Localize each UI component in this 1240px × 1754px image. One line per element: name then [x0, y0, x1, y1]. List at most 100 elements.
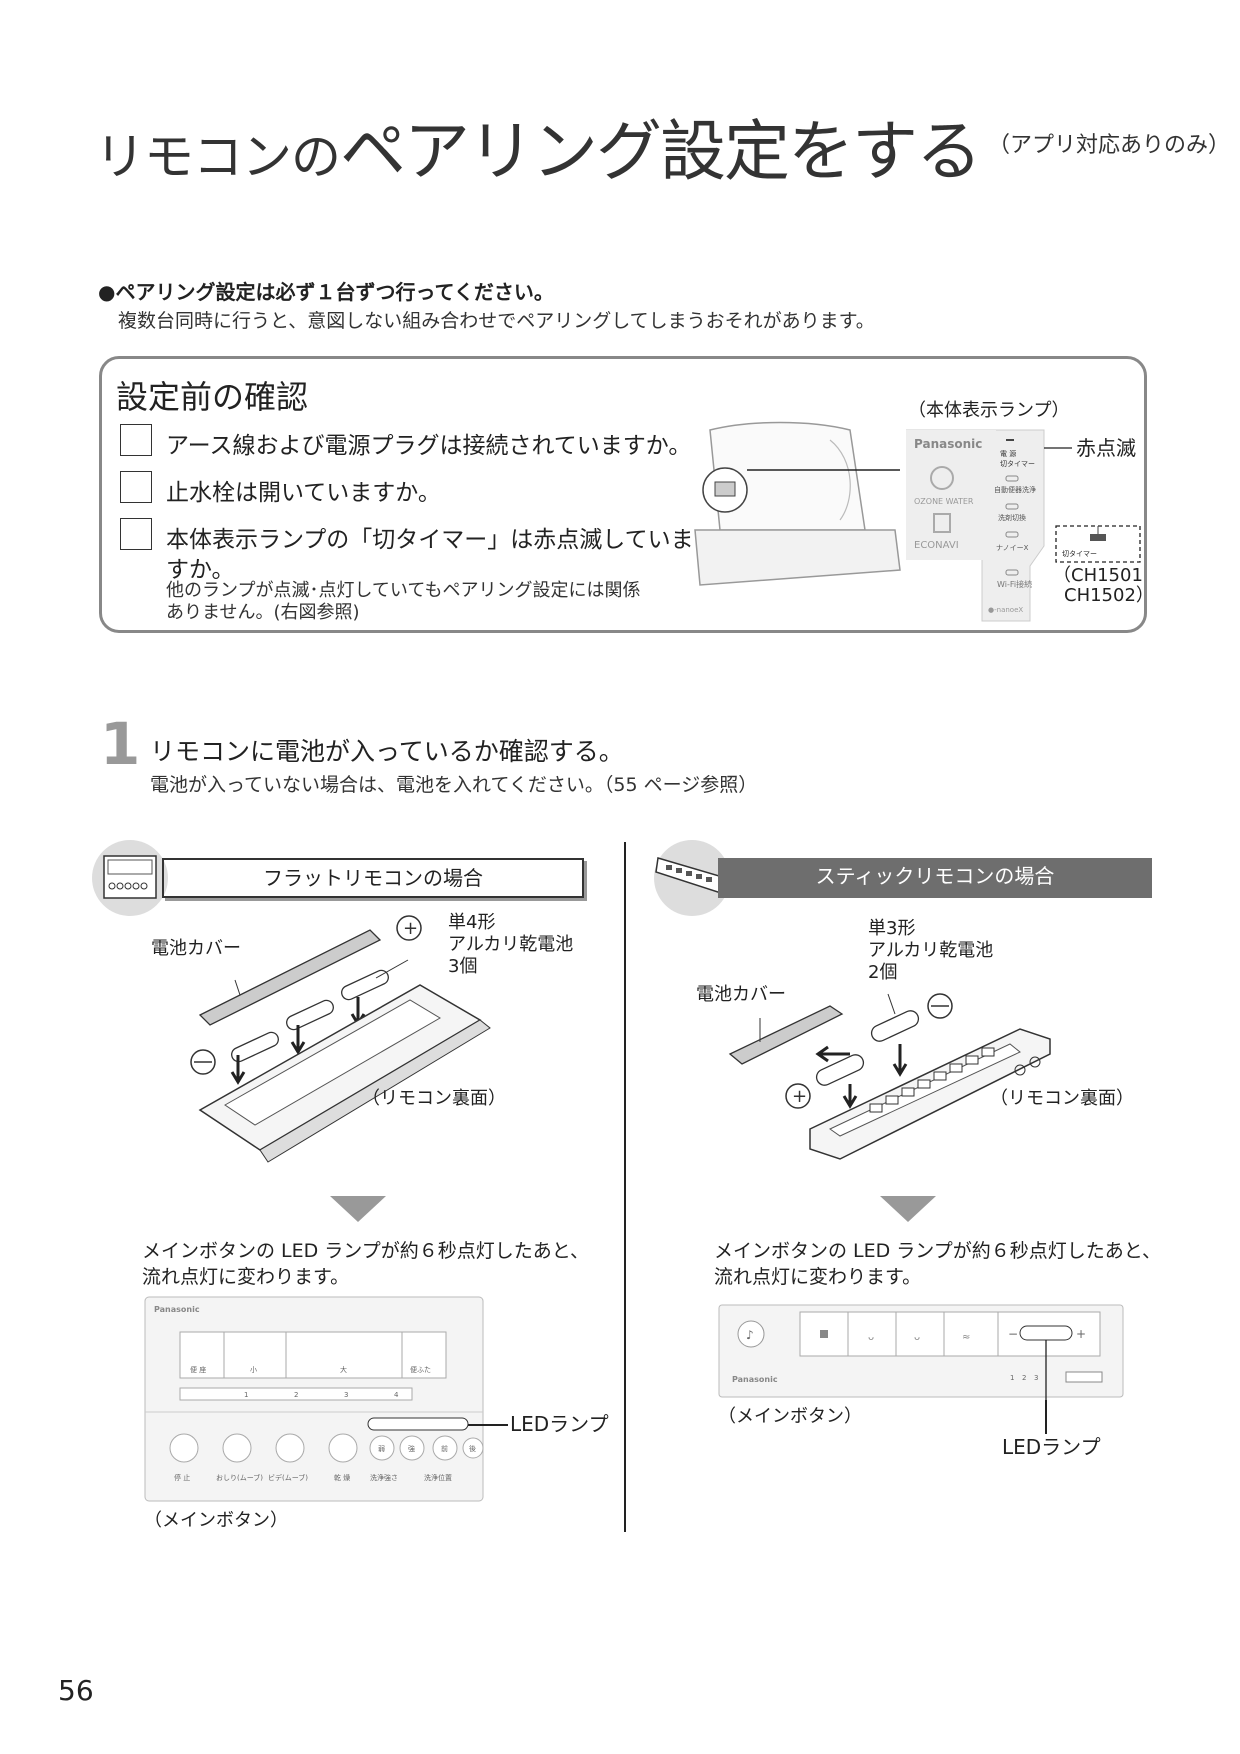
flat-btn-strong[interactable]: [399, 1435, 425, 1461]
stick-btn-stop[interactable]: [820, 1330, 828, 1338]
stick-battery-cover: [728, 1005, 844, 1065]
flat-btn-2[interactable]: 2: [294, 1391, 298, 1399]
svg-text:+: +: [792, 1086, 807, 1107]
flat-btn-bidet[interactable]: [275, 1433, 305, 1463]
svg-text:弱: 弱: [378, 1445, 385, 1453]
flat-label-stop: 停 止: [174, 1473, 190, 1482]
flat-remote-brand: Panasonic: [154, 1305, 200, 1314]
stick-battery-cover-label: 電池カバー: [696, 984, 786, 1005]
check-note-line1: 他のランプが点滅･点灯していてもペアリング設定には関係: [166, 580, 641, 601]
check-item-timer-lamp-cont: すか。: [166, 557, 235, 583]
stick-battery-2: [815, 1054, 865, 1086]
stick-battery-type: 単3形: [868, 918, 916, 939]
stick-main-remote: ♪ Panasonic ᴗ ᴗ ≈ − + 1 2 3: [718, 1304, 1124, 1400]
panel-nanoe-logo: ●-nanoeX: [988, 606, 1023, 614]
flat-btn-weak[interactable]: [369, 1435, 395, 1461]
flat-btn-large[interactable]: 大: [340, 1365, 347, 1374]
flat-result-line2: 流れ点灯に変わります。: [142, 1266, 350, 1288]
flat-btn-seat[interactable]: 便 座: [190, 1365, 206, 1374]
title-prefix: リモコンの: [95, 128, 341, 186]
lamp-timer-label: 切タイマー: [1000, 459, 1035, 468]
flat-led-lamp: [367, 1417, 469, 1431]
stick-btn-dry-icon[interactable]: ≈: [962, 1332, 970, 1343]
timer-lamp-icon: [1090, 534, 1106, 541]
lamp-detergent: 洗剤切換: [998, 513, 1026, 522]
panel-brand: Panasonic: [914, 437, 982, 451]
panel-caption: （本体表示ランプ）: [908, 400, 1070, 421]
flat-led-label: LEDランプ: [510, 1412, 609, 1436]
flat-btn-small[interactable]: 小: [250, 1365, 257, 1374]
econavi-icon: [933, 513, 951, 533]
flat-btn-3[interactable]: 3: [344, 1391, 348, 1399]
page-number: 56: [58, 1674, 94, 1707]
stick-result-line2: 流れ点灯に変わります。: [714, 1266, 922, 1288]
stick-battery-count: 2個: [868, 962, 898, 983]
flat-result-line1: メインボタンの LED ランプが約６秒点灯したあと、: [142, 1240, 589, 1262]
flat-label-position: 洗浄位置: [424, 1473, 452, 1482]
step-sub: 電池が入っていない場合は、電池を入れてください。（55 ページ参照）: [150, 774, 758, 796]
flat-btn-4[interactable]: 4: [394, 1391, 399, 1399]
flat-battery-1: [231, 1031, 279, 1063]
svg-text:+: +: [1076, 1327, 1086, 1341]
music-button[interactable]: [737, 1320, 765, 1348]
svg-text:後: 後: [469, 1444, 476, 1453]
stick-remote-brand: Panasonic: [732, 1375, 778, 1384]
check-note-line2: ありません。(右図参照): [166, 602, 360, 623]
svg-text:強: 強: [408, 1445, 415, 1453]
checkbox-earth[interactable]: [120, 424, 152, 456]
warning-body: 複数台同時に行うと、意図しない組み合わせでペアリングしてしまうおそれがあります。: [118, 310, 875, 332]
flat-plus-icon: [396, 915, 422, 941]
flat-battery-3: [341, 969, 389, 1001]
flat-battery-count: 3個: [448, 956, 478, 977]
step-title: リモコンに電池が入っているか確認する。: [150, 737, 624, 766]
toilet-illustration: [694, 421, 901, 586]
stick-led-lamp: [1019, 1325, 1073, 1341]
flat-remote-header: フラットリモコンの場合: [162, 858, 584, 898]
stick-btn-bidet-icon[interactable]: ᴗ: [914, 1332, 920, 1343]
panel-models-line2: CH1502）: [1064, 585, 1154, 606]
flat-remote-back-illustration: +: [190, 915, 491, 1163]
step-number: 1: [100, 710, 141, 778]
lamp-power: 電 源: [1000, 439, 1016, 458]
check-item-water-valve: 止水栓は開いていますか。: [166, 480, 441, 506]
panel-callout: 赤点滅: [1076, 436, 1136, 460]
flat-label-dry: 乾 燥: [334, 1473, 350, 1482]
warning-heading: ●ペアリング設定は必ず１台ずつ行ってください。: [98, 280, 554, 304]
lamp-nanoe: ナノイーX: [996, 544, 1029, 552]
svg-text:2: 2: [1022, 1374, 1026, 1382]
pre-setting-check-box: [99, 356, 1147, 633]
page-title: リモコンのペアリング設定をする（アプリ対応ありのみ）: [95, 98, 1230, 194]
flat-label-strength: 洗浄強さ: [370, 1473, 398, 1482]
lamp-panel: Panasonic OZONE WATER ECONAVI 電 源 切タイマー …: [906, 429, 1141, 622]
flat-btn-dry[interactable]: [328, 1433, 358, 1463]
svg-text:電 源: 電 源: [1000, 449, 1016, 458]
stick-plus-icon: [785, 1083, 811, 1109]
flat-btn-lid[interactable]: 便ふた: [410, 1365, 431, 1374]
flat-btn-oshiri[interactable]: [222, 1433, 252, 1463]
check-item-earth: アース線および電源プラグは接続されていますか。: [166, 433, 692, 459]
pre-setting-check-title: 設定前の確認: [116, 378, 309, 416]
flat-main-caption: （メインボタン）: [144, 1510, 288, 1531]
lamp-auto-flush: 自動便器洗浄: [994, 485, 1036, 494]
timer-lamp-text: 切タイマー: [1062, 549, 1097, 558]
panel-models-line1: （CH1501: [1053, 565, 1143, 586]
flat-back-caption: （リモコン裏面）: [362, 1088, 506, 1109]
svg-text:1: 1: [1010, 1374, 1014, 1382]
stick-arrow-down-icon: [880, 1196, 936, 1222]
flat-battery-type: 単4形: [448, 912, 496, 933]
title-note: （アプリ対応ありのみ）: [988, 133, 1231, 158]
flat-btn-back[interactable]: [462, 1437, 484, 1459]
flat-btn-stop[interactable]: [169, 1433, 199, 1463]
stick-btn-oshiri-icon[interactable]: ᴗ: [868, 1332, 874, 1343]
stick-remote-header: スティックリモコンの場合: [718, 858, 1152, 898]
checkbox-water-valve[interactable]: [120, 471, 152, 503]
checkbox-timer-lamp[interactable]: [120, 518, 152, 550]
flat-btn-front[interactable]: [432, 1435, 458, 1461]
stick-battery-kind: アルカリ乾電池: [868, 940, 994, 961]
panel-econavi: ECONAVI: [914, 540, 959, 551]
ozone-icon: [930, 466, 954, 490]
svg-text:前: 前: [441, 1444, 448, 1453]
stick-battery-1: [870, 1010, 920, 1042]
flat-btn-1[interactable]: 1: [244, 1391, 248, 1399]
flat-battery-2: [286, 999, 334, 1031]
